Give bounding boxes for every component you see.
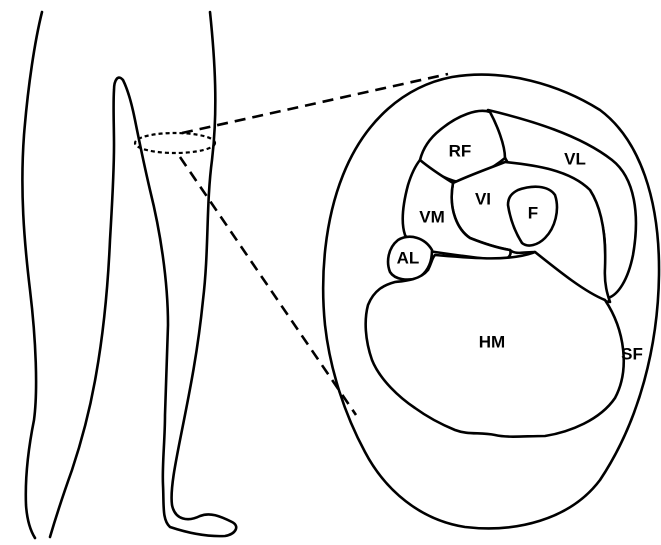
label-vm: VM [419,207,445,226]
label-vi: VI [475,189,491,208]
leg-inner-edge [50,12,236,537]
cross-section-marker [135,133,215,153]
projection-line-bottom [180,157,356,415]
label-sf: SF [621,344,643,363]
leg-outer-edge [22,12,42,538]
leg-outline [22,12,236,538]
label-f: F [528,203,538,222]
label-hm: HM [479,332,505,351]
label-vl: VL [564,149,586,168]
projection-line-top [182,74,448,133]
label-rf: RF [449,141,472,160]
label-al: AL [397,248,420,267]
